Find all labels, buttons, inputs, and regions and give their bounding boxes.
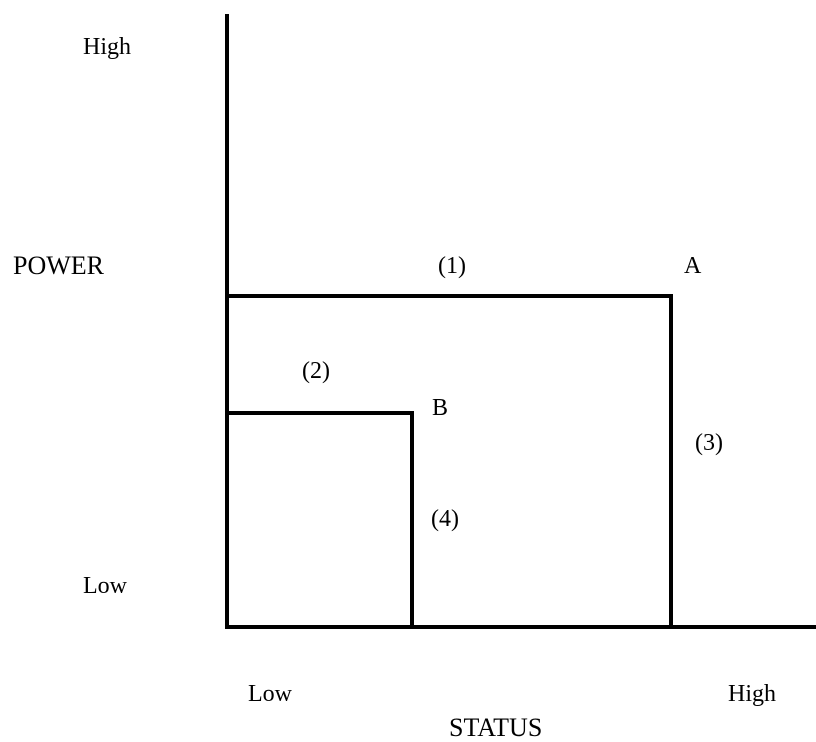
y-axis-high-label: High bbox=[83, 34, 131, 60]
y-axis-title: POWER bbox=[13, 251, 104, 280]
point-b-label: B bbox=[432, 395, 449, 421]
x-axis-title: STATUS bbox=[449, 713, 543, 742]
x-axis-high-label: High bbox=[728, 681, 776, 707]
segment-4-label: (4) bbox=[431, 506, 459, 532]
y-axis-low-label: Low bbox=[83, 573, 127, 599]
x-axis-low-label: Low bbox=[248, 681, 292, 707]
segment-2-label: (2) bbox=[302, 358, 330, 384]
segment-1-label: (1) bbox=[438, 253, 466, 279]
point-a-label: A bbox=[684, 253, 702, 279]
segment-3-label: (3) bbox=[695, 430, 723, 456]
